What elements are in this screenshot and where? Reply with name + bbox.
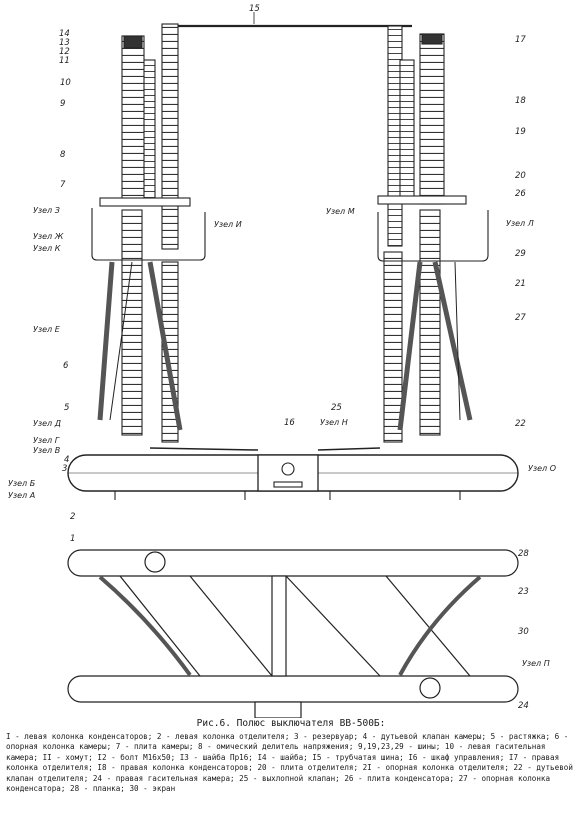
label-29: 29 — [515, 249, 526, 259]
node-label-e: Узел Е — [33, 325, 61, 334]
node-label-n: Узел Н — [320, 418, 348, 427]
label-2: 2 — [70, 512, 75, 522]
label-3: 3 — [62, 464, 67, 474]
label-19: 19 — [515, 127, 526, 137]
label-21: 21 — [515, 279, 526, 289]
node-label-o: Узел О — [528, 464, 556, 473]
figure-caption: Рис.6. Полюс выключателя ВВ-500Б: I - ле… — [6, 718, 576, 794]
node-label-v: Узел В — [33, 446, 60, 455]
label-26: 26 — [515, 189, 526, 199]
label-16: 16 — [284, 418, 295, 428]
label-13: 13 — [59, 38, 70, 48]
label-24: 24 — [518, 701, 529, 711]
node-label-m: Узел М — [326, 207, 355, 216]
label-28: 28 — [518, 549, 529, 559]
node-label-zh: Узел Ж — [33, 232, 64, 241]
label-15: 15 — [249, 4, 260, 14]
node-label-d: Узел Д — [33, 419, 61, 428]
label-4: 4 — [64, 455, 69, 465]
node-label-k: Узел К — [33, 244, 61, 253]
label-9: 9 — [60, 99, 65, 109]
node-label-g: Узел Г — [33, 436, 60, 445]
node-label-b: Узел Б — [8, 479, 36, 488]
label-22: 22 — [515, 419, 526, 429]
node-labels: Узел З Узел И Узел Ж Узел К Узел М Узел … — [8, 206, 556, 668]
label-20: 20 — [515, 171, 526, 181]
elevation-view — [67, 12, 519, 500]
label-27: 27 — [515, 313, 526, 323]
label-18: 18 — [515, 96, 526, 106]
breaker-pole-drawing: 15 14 13 12 11 10 9 8 7 6 5 4 3 2 1 16 1… — [8, 4, 556, 718]
part-number-labels: 15 14 13 12 11 10 9 8 7 6 5 4 3 2 1 16 1… — [59, 4, 529, 711]
node-label-a: Узел А — [8, 491, 35, 500]
plan-view — [67, 549, 519, 718]
label-10: 10 — [60, 78, 71, 88]
label-25: 25 — [331, 403, 342, 413]
label-11: 11 — [59, 56, 70, 66]
label-30: 30 — [518, 627, 529, 637]
label-17: 17 — [515, 35, 526, 45]
label-12: 12 — [59, 47, 70, 57]
label-7: 7 — [60, 180, 66, 190]
caption-legend: I - левая колонка конденсаторов; 2 - лев… — [6, 732, 573, 794]
label-6: 6 — [63, 361, 69, 371]
node-label-l: Узел Л — [506, 219, 534, 228]
caption-title: Рис.6. Полюс выключателя ВВ-500Б: — [196, 718, 386, 729]
node-label-p: Узел П — [522, 659, 550, 668]
label-5: 5 — [64, 403, 69, 413]
node-label-z: Узел З — [33, 206, 60, 215]
label-23: 23 — [518, 587, 529, 597]
node-label-i: Узел И — [214, 220, 242, 229]
label-14: 14 — [59, 29, 70, 39]
label-1: 1 — [70, 534, 75, 544]
label-8: 8 — [60, 150, 66, 160]
